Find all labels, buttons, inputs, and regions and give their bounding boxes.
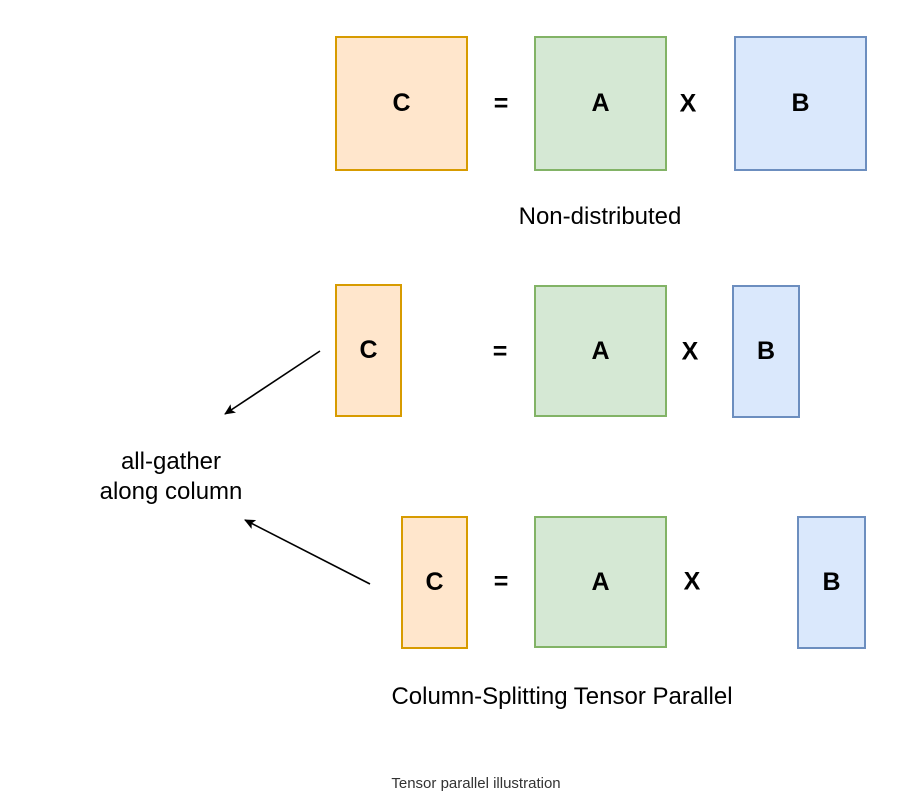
matrix-c-column-shard-row3: C [401,516,468,649]
matrix-c-column-shard-row2: C [335,284,402,417]
row3-caption: Column-Splitting Tensor Parallel [391,683,733,710]
matrix-a-row3: A [534,516,667,648]
multiply-sign-row3: X [683,567,701,596]
row1-caption: Non-distributed [518,203,682,230]
matrix-c-full: C [335,36,468,171]
matrix-b-column-shard-row2: B [732,285,800,418]
all-gather-annotation-line2: along column [99,478,243,505]
all-gather-annotation-line1: all-gather [120,448,222,475]
multiply-sign-row2: X [681,337,699,366]
matrix-a-row2: A [534,285,667,417]
equals-sign-row3: = [493,567,509,596]
equals-sign-row2: = [492,337,508,366]
matrix-b-column-shard-row3: B [797,516,866,649]
figure-caption: Tensor parallel illustration [391,775,561,792]
equals-sign-row1: = [493,89,509,118]
matrix-a-row1: A [534,36,667,171]
arrow-row3-to-allgather [244,519,371,585]
all-gather-annotation: all-gather along column [100,447,243,507]
matrix-b-full: B [734,36,867,171]
multiply-sign-row1: X [679,89,697,118]
arrow-row2-to-allgather [224,350,321,415]
